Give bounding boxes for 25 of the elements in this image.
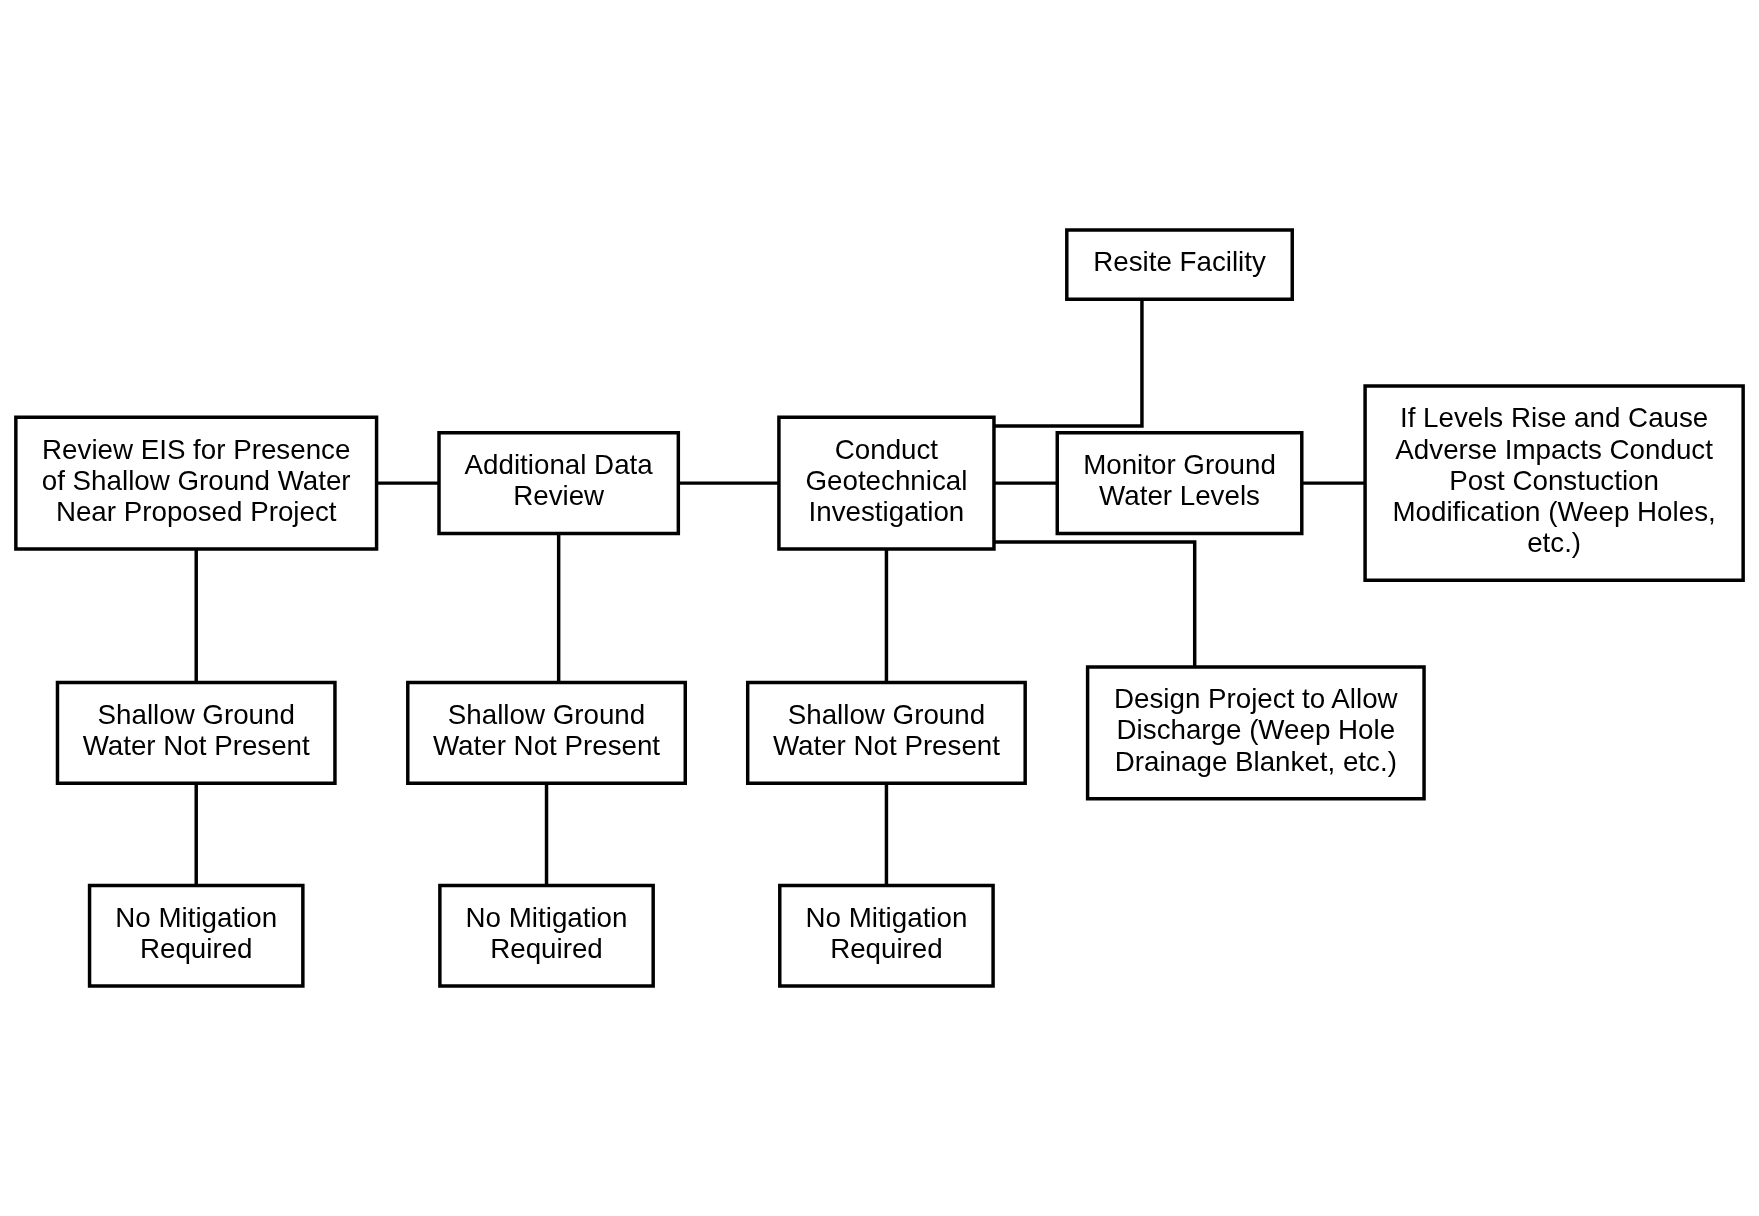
node-box: Conduct Geotechnical Investigation xyxy=(777,415,996,551)
connector xyxy=(678,481,779,485)
connector xyxy=(194,783,198,886)
connector xyxy=(884,549,889,683)
node-box: Review EIS for Presence of Shallow Ground Water Near Proposed Project xyxy=(14,415,379,551)
connector xyxy=(376,481,439,485)
node-box: Shallow Ground Water Not Present xyxy=(406,680,687,785)
connector xyxy=(556,533,561,683)
connector xyxy=(194,549,198,683)
node-box: If Levels Rise and Cause Adverse Impacts Conduct Post Constuction Modification (Weep Holes, etc.) xyxy=(1363,384,1745,582)
connector xyxy=(994,540,1197,667)
connector xyxy=(884,783,889,886)
node-box: Design Project to Allow Discharge (Weep Hole Drainage Blanket, etc.) xyxy=(1085,665,1426,801)
node-box: No Mitigation Required xyxy=(778,883,995,988)
connector xyxy=(994,299,1144,428)
node-box: No Mitigation Required xyxy=(87,883,305,988)
node-box: No Mitigation Required xyxy=(438,883,655,988)
connector xyxy=(994,481,1057,485)
connector xyxy=(1302,481,1365,485)
node-box: Resite Facility xyxy=(1065,228,1294,302)
node-box: Shallow Ground Water Not Present xyxy=(55,680,337,785)
node-box: Shallow Ground Water Not Present xyxy=(745,680,1027,785)
connector xyxy=(544,783,549,886)
node-box: Additional Data Review xyxy=(437,431,681,536)
node-box: Monitor Ground Water Levels xyxy=(1055,431,1304,536)
